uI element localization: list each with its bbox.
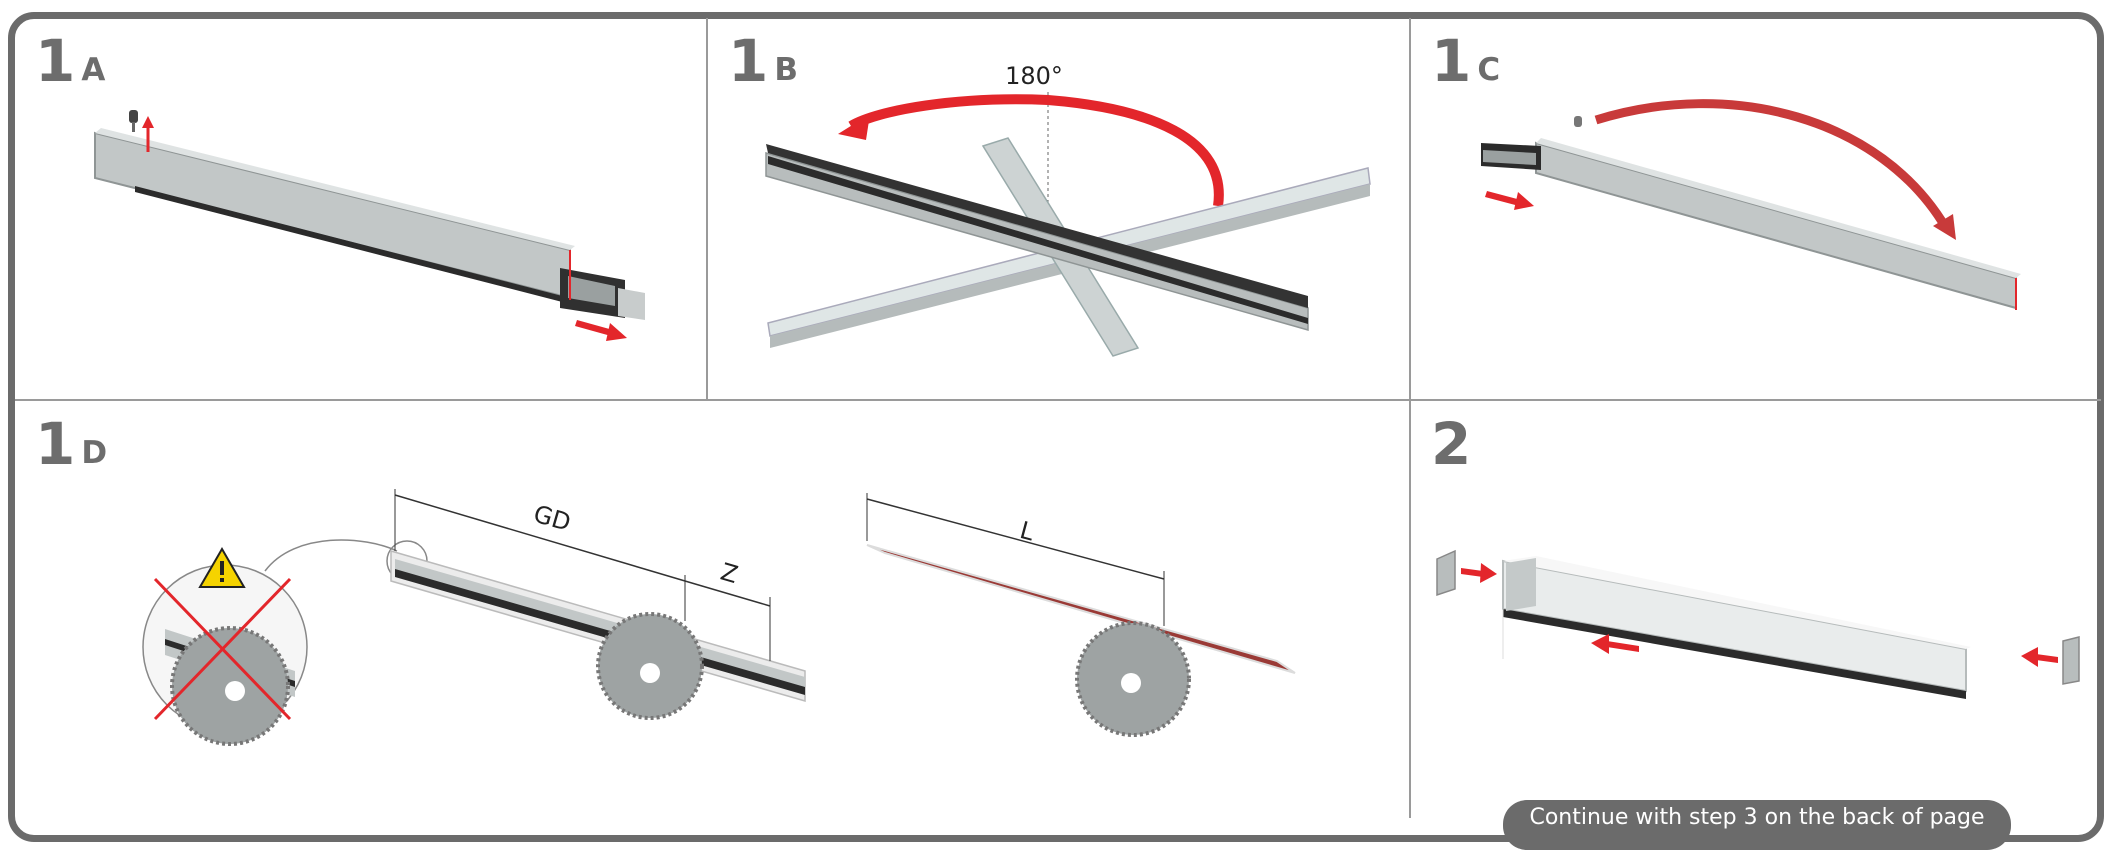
rotation-angle-label: 180° bbox=[1005, 62, 1063, 90]
dimension-l-label: L bbox=[1017, 516, 1038, 547]
step-label-1d: 1 D bbox=[35, 410, 108, 478]
step-label-1a: 1 A bbox=[35, 27, 106, 95]
step-number: 2 bbox=[1431, 410, 1471, 478]
saw-blade-icon bbox=[1075, 621, 1191, 737]
rotation-arrow-icon bbox=[838, 94, 1224, 207]
step-label-1b: 1 B bbox=[728, 27, 798, 95]
divider-horizontal bbox=[15, 399, 2101, 401]
screw-icon bbox=[1574, 116, 1582, 127]
arrow-right-icon bbox=[575, 320, 627, 341]
illustration-2 bbox=[1436, 549, 2080, 699]
dimension-gd-label: GD bbox=[531, 500, 574, 537]
panel-step-1a: 1 A bbox=[15, 18, 706, 399]
saw-blade-icon bbox=[170, 626, 290, 746]
continue-footer: Continue with step 3 on the back of page bbox=[1503, 800, 2011, 850]
end-cap-right-icon bbox=[2062, 636, 2080, 685]
illustration-1a bbox=[94, 110, 645, 341]
step-letter: A bbox=[81, 52, 106, 88]
arrow-left-icon bbox=[1591, 634, 1639, 654]
dimension-z-label: Z bbox=[717, 558, 741, 589]
saw-blade-icon bbox=[596, 612, 704, 720]
warning-icon bbox=[198, 547, 246, 588]
panel-step-1c: 1 C bbox=[1411, 18, 2101, 399]
step-number: 1 bbox=[35, 410, 75, 478]
arrow-left-icon bbox=[2021, 647, 2058, 667]
step-letter: D bbox=[81, 435, 108, 471]
step-number: 1 bbox=[728, 27, 768, 95]
arrow-up-icon bbox=[142, 116, 154, 152]
step-label-2: 2 bbox=[1431, 410, 1471, 478]
arrow-right-icon bbox=[1485, 191, 1534, 210]
step-letter: B bbox=[774, 52, 798, 88]
divider-vertical-1 bbox=[706, 18, 708, 400]
panel-step-1b: 1 B 180° bbox=[708, 18, 1409, 399]
screw-icon bbox=[129, 110, 138, 132]
panel-step-2: 2 bbox=[1411, 401, 2101, 821]
arrow-right-icon bbox=[1461, 563, 1497, 583]
divider-vertical-2 bbox=[1409, 18, 1411, 818]
step-number: 1 bbox=[1431, 27, 1471, 95]
step-label-1c: 1 C bbox=[1431, 27, 1501, 95]
illustration-1d: GD Z L bbox=[142, 489, 1296, 746]
curved-arrow-icon bbox=[1594, 99, 1956, 240]
step-letter: C bbox=[1477, 52, 1501, 88]
panel-step-1d: 1 D GD Z bbox=[15, 401, 1409, 821]
step-number: 1 bbox=[35, 27, 75, 95]
end-cap-left-icon bbox=[1436, 549, 1456, 597]
illustration-1c bbox=[1481, 99, 2021, 310]
illustration-1b: 180° bbox=[765, 62, 1371, 357]
